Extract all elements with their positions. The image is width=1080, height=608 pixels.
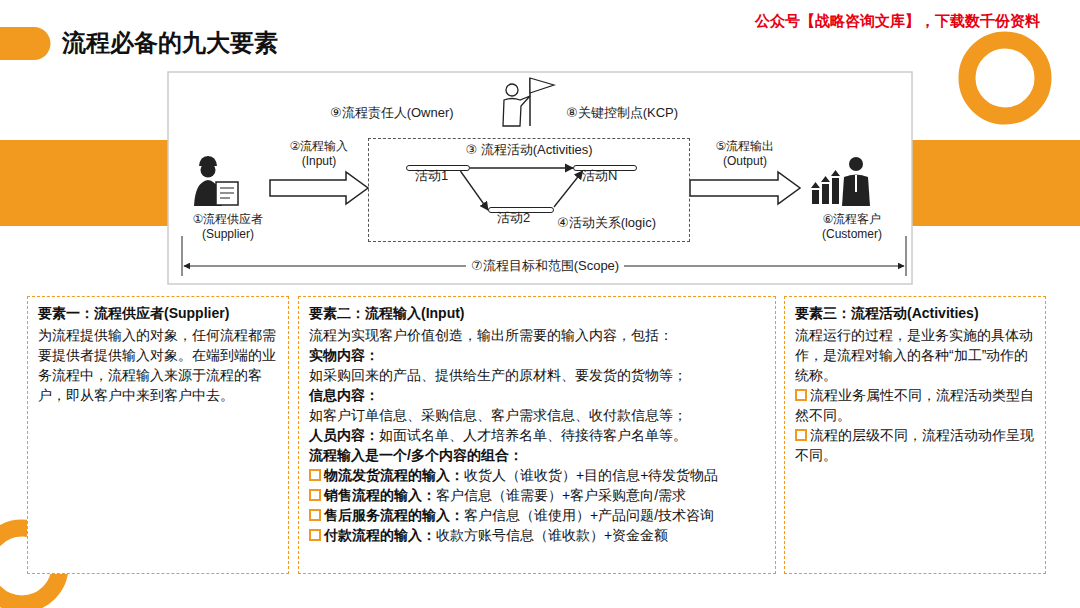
body-text: 售后服务流程的输入： <box>324 507 464 523</box>
bar <box>812 190 819 204</box>
text-line: 物流发货流程的输入：收货人（谁收货）+目的信息+待发货物品 <box>309 465 765 485</box>
head <box>849 157 863 171</box>
text-line: 如客户订单信息、采购信息、客户需求信息、收付款信息等； <box>309 405 765 425</box>
text-line: 人员内容：如面试名单、人才培养名单、待接待客户名单等。 <box>309 425 765 445</box>
body-text: 实物内容： <box>309 347 379 363</box>
body-text: 物流发货流程的输入： <box>324 467 464 483</box>
text-line: 流程业务属性不同，流程活动类型自然不同。 <box>795 385 1035 425</box>
clipboard-lines <box>220 188 234 198</box>
suit <box>842 175 870 207</box>
body-text: 销售流程的输入： <box>324 487 436 503</box>
box-text: 活动2 <box>497 210 530 226</box>
text-line: 流程输入是一个/多个内容的组合： <box>309 445 765 465</box>
supplier-figure: ①流程供应者 (Supplier) <box>186 150 270 242</box>
body-text: 付款流程的输入： <box>324 527 436 543</box>
element-card: 要素一：流程供应者(Supplier) 为流程提供输入的对象，任何流程都需要提供者… <box>27 296 289 574</box>
activity-box: 活动N <box>573 165 637 171</box>
flow-arrow <box>460 171 488 210</box>
supplier-icon <box>194 156 238 206</box>
figure-label: ⑥流程客户 (Customer) <box>800 212 904 242</box>
body-text: 流程运行的过程，是业务实施的具体动作，是流程对输入的各种“加工”动作的统称。 <box>795 327 1033 383</box>
head <box>506 84 518 96</box>
edge-label: ②流程输入 (Input) <box>284 139 354 169</box>
card-heading: 要素三：流程活动(Activities) <box>795 303 1035 323</box>
bullet-square <box>309 529 321 541</box>
box-text: 活动1 <box>415 168 448 184</box>
text-line: 流程的层级不同，流程活动动作呈现不同。 <box>795 425 1035 465</box>
text-line: 信息内容： <box>309 385 765 405</box>
bullet-square <box>309 469 321 481</box>
text-line: 流程为实现客户价值创造，输出所需要的输入内容，包括： <box>309 325 765 345</box>
text-line: 付款流程的输入：收款方账号信息（谁收款）+资金金额 <box>309 525 765 545</box>
heading-text: 要素三：流程活动(Activities) <box>795 305 979 321</box>
heading-text: 要素一：流程供应者(Supplier) <box>38 305 229 321</box>
body-text: 信息内容： <box>309 387 379 403</box>
text-line: 如采购回来的产品、提供给生产的原材料、要发货的货物等； <box>309 365 765 385</box>
activity-box: 活动1 <box>406 165 470 171</box>
flow-arrow <box>470 167 573 168</box>
box-text: 活动N <box>582 168 617 184</box>
bullet-square <box>795 389 807 401</box>
image-frame <box>168 72 912 284</box>
text-line: 销售流程的输入：客户信息（谁需要）+客户采购意向/需求 <box>309 485 765 505</box>
body-text: 客户信息（谁使用）+产品问题/技术咨询 <box>464 507 714 523</box>
body <box>503 96 530 126</box>
body-text: 流程的层级不同，流程活动动作呈现不同。 <box>795 427 1034 463</box>
body-text: 为流程提供输入的对象，任何流程都需要提供者提供输入对象。在端到端的业务流程中，流… <box>38 327 276 403</box>
activity-box: 活动2 <box>488 207 554 213</box>
body-text: 如采购回来的产品、提供给生产的原材料、要发货的货物等； <box>309 367 687 383</box>
body-text: 流程为实现客户价值创造，输出所需要的输入内容，包括： <box>309 327 673 343</box>
flow-arrow <box>554 171 583 207</box>
title-bar <box>0 27 51 60</box>
bullet-square <box>309 509 321 521</box>
deco-ring <box>967 40 1043 116</box>
up-arrows <box>811 170 840 188</box>
flag <box>530 78 554 93</box>
scope-label: ⑦流程目标和范围(Scope) <box>466 257 624 274</box>
bar <box>822 184 829 204</box>
block-arrow <box>270 172 368 204</box>
card-heading: 要素二：流程输入(Input) <box>309 303 765 323</box>
text-line: 实物内容： <box>309 345 765 365</box>
text-line: 流程运行的过程，是业务实施的具体动作，是流程对输入的各种“加工”动作的统称。 <box>795 325 1035 385</box>
body-text: 人员内容： <box>309 427 379 443</box>
body-text: 流程输入是一个/多个内容的组合： <box>309 447 523 463</box>
element-card: 要素三：流程活动(Activities) 流程运行的过程，是业务实施的具体动作，是… <box>784 296 1046 574</box>
body-text: 如客户订单信息、采购信息、客户需求信息、收付款信息等； <box>309 407 687 423</box>
body-text: 收款方账号信息（谁收款）+资金金额 <box>436 527 668 543</box>
text-line: 售后服务流程的输入：客户信息（谁使用）+产品问题/技术咨询 <box>309 505 765 525</box>
group-note: ④活动关系(logic) <box>557 215 656 231</box>
bar <box>832 178 839 204</box>
watermark: 公众号【战略咨询文库】，下载数千份资料 <box>755 11 1040 30</box>
head <box>201 163 216 178</box>
block-arrow <box>690 172 800 204</box>
customer-figure: ⑥流程客户 (Customer) <box>800 150 904 242</box>
card-heading: 要素一：流程供应者(Supplier) <box>38 303 278 323</box>
edge-label: ⑤流程输出 (Output) <box>705 139 785 169</box>
customer-icon <box>811 157 870 206</box>
heading-text: 要素二：流程输入(Input) <box>309 305 465 321</box>
slide-title: 流程必备的九大要素 <box>62 28 278 58</box>
figure-label: ①流程供应者 (Supplier) <box>186 212 270 242</box>
bullet-square <box>309 489 321 501</box>
owner-icon <box>503 78 554 126</box>
body-text: 收货人（谁收货）+目的信息+待发货物品 <box>464 467 718 483</box>
activity-group: ③ 流程活动(Activities) ④活动关系(logic) 活动1 活动N 活动2 <box>368 138 690 242</box>
body-text: 客户信息（谁需要）+客户采购意向/需求 <box>436 487 686 503</box>
bullet-square <box>795 429 807 441</box>
body-text: 如面试名单、人才培养名单、待接待客户名单等。 <box>379 427 687 443</box>
clipboard <box>216 182 238 205</box>
element-card: 要素二：流程输入(Input) 流程为实现客户价值创造，输出所需要的输入内容，包括… <box>298 296 776 574</box>
body-text: 流程业务属性不同，流程活动类型自然不同。 <box>795 387 1034 423</box>
callout-label: ⑨流程责任人(Owner) <box>330 104 454 121</box>
text-line: 为流程提供输入的对象，任何流程都需要提供者提供输入对象。在端到端的业务流程中，流… <box>38 325 278 405</box>
scope-tick <box>906 236 907 276</box>
scope-tick <box>182 236 183 276</box>
tie <box>855 175 857 192</box>
callout-label: ⑧关键控制点(KCP) <box>566 104 678 121</box>
group-heading: ③ 流程活动(Activities) <box>369 142 689 158</box>
